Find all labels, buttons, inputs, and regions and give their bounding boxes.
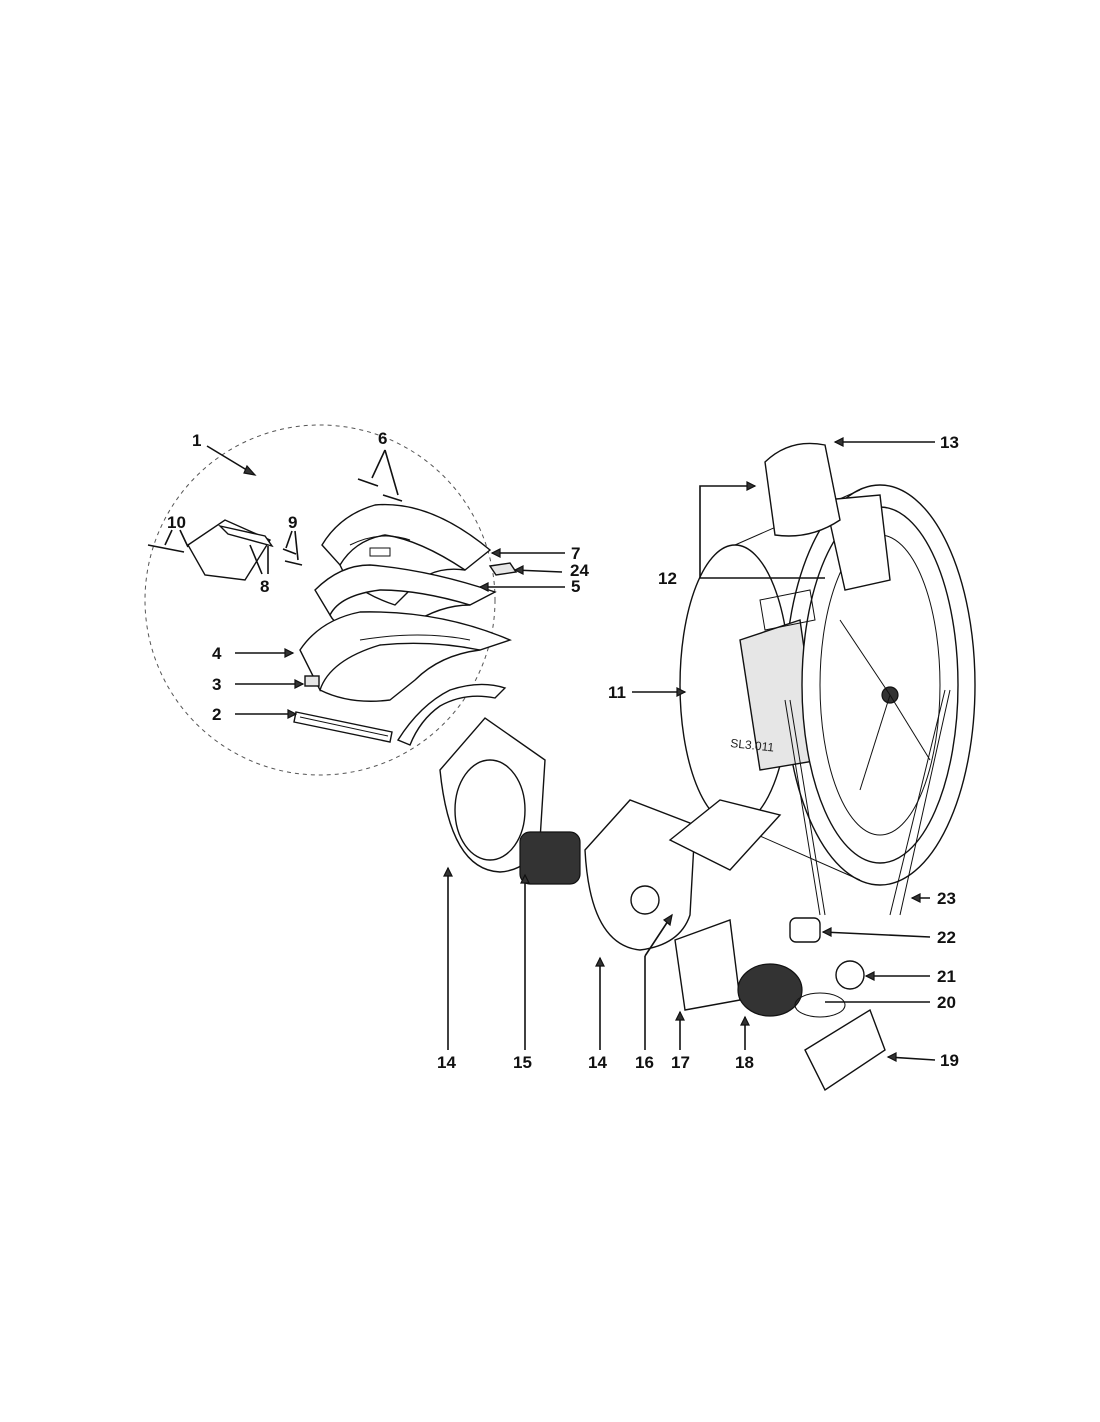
callout-labels: 1 2 3 4 5 6 7 8 9 10 11 12 13 14 15 14 1… (167, 429, 959, 1072)
drum-assembly (679, 442, 976, 916)
callout-1: 1 (192, 431, 201, 450)
drawing-code: SL3.011 (730, 736, 775, 755)
top-panel-assembly (144, 424, 518, 776)
leader-lines (164, 437, 936, 1062)
callout-7: 7 (571, 544, 580, 563)
callout-9: 9 (288, 513, 297, 532)
callout-3: 3 (212, 675, 221, 694)
callout-18: 18 (735, 1053, 754, 1072)
callout-4: 4 (212, 644, 222, 663)
callout-12: 12 (658, 569, 677, 588)
callout-21: 21 (937, 967, 956, 986)
blower-assembly (439, 717, 886, 1092)
callout-2: 2 (212, 705, 221, 724)
callout-14-left: 14 (437, 1053, 456, 1072)
callout-16: 16 (635, 1053, 654, 1072)
callout-8: 8 (260, 577, 269, 596)
callout-14-right: 14 (588, 1053, 607, 1072)
callout-6: 6 (378, 429, 387, 448)
callout-20: 20 (937, 993, 956, 1012)
callout-24: 24 (570, 561, 589, 580)
callout-5: 5 (571, 577, 580, 596)
callout-23: 23 (937, 889, 956, 908)
callout-22: 22 (937, 928, 956, 947)
callout-13: 13 (940, 433, 959, 452)
callout-11: 11 (608, 683, 626, 702)
callout-15: 15 (513, 1053, 532, 1072)
callout-17: 17 (671, 1053, 690, 1072)
callout-19: 19 (940, 1051, 959, 1070)
callout-10: 10 (167, 513, 186, 532)
